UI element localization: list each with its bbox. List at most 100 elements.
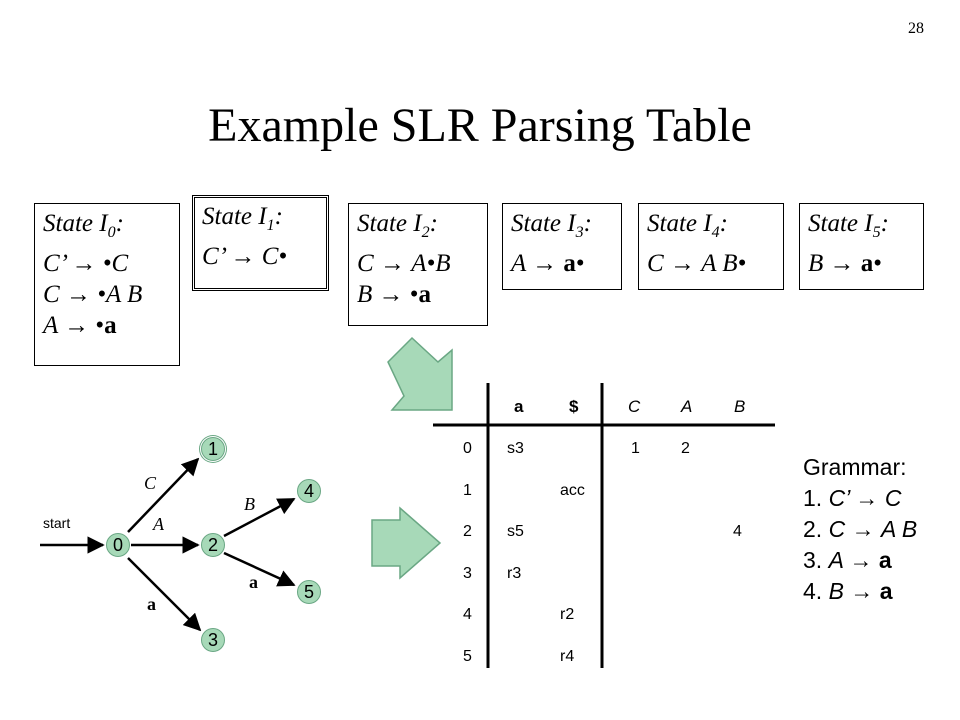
page-number: 28 [908, 20, 924, 37]
table-cell-state: 2 [463, 523, 472, 540]
table-cell-state: 5 [463, 647, 472, 665]
grammar-rule: 2. C → A B [803, 514, 917, 545]
table-cell-c: 1 [631, 440, 640, 457]
state-heading: State I2: [357, 210, 438, 241]
state-heading: State I1: [202, 203, 283, 234]
lr-item-part: • [873, 250, 883, 277]
grammar-rule: 3. A → a [803, 545, 917, 576]
state-heading: State I0: [43, 210, 124, 241]
block-arrow-right [371, 506, 442, 580]
grammar-rule-part: C [828, 516, 852, 542]
table-header-b: B [734, 397, 746, 416]
grammar-rule-part: a [879, 578, 893, 604]
lr-item-part: → [230, 243, 262, 270]
lr-item-part: → [64, 312, 96, 339]
grammar-title: Grammar: [803, 454, 907, 480]
state-node-2: 2 [201, 533, 225, 557]
lr-item-part: A [43, 312, 65, 339]
state-node-3: 3 [201, 628, 225, 652]
state-node-4: 4 [297, 479, 321, 503]
grammar-rule-part: 2. [803, 516, 829, 542]
grammar-rule-part: A B [880, 516, 918, 542]
lr-item-part: → [532, 250, 564, 277]
lr-item: C’ → C• [202, 241, 319, 272]
grammar-rule-part: A [828, 547, 850, 573]
lr-item: C → •A B [43, 279, 171, 310]
edge-label-a-lower: a [147, 594, 156, 614]
state-box-i3: State I3: A → a• [502, 203, 622, 290]
edge-2-5 [223, 551, 296, 587]
edge-label-a-25: a [249, 572, 258, 592]
table-cell-a: r3 [507, 564, 522, 582]
table-cell-a: s5 [507, 523, 524, 540]
table-cell-end: acc [560, 481, 585, 499]
edge-2-4 [223, 497, 296, 538]
table-header-a: a [514, 397, 524, 416]
edge-0-1 [127, 457, 200, 533]
edge-label-b: B [244, 494, 255, 514]
table-cell-end: r2 [560, 606, 575, 623]
lr-item: C → A B• [647, 248, 775, 279]
state-box-i1: State I1: C’ → C• [192, 195, 329, 291]
lr-item-part: A B• [701, 250, 747, 277]
lr-item-part: C• [261, 243, 288, 270]
grammar-rule-part: → [850, 578, 880, 604]
lr-item-part: → [378, 281, 410, 308]
state-box-i4: State I4: C → A B• [638, 203, 784, 290]
lr-item-part: a [104, 312, 117, 339]
lr-item-part: • [409, 281, 419, 308]
table-cell-end: r4 [560, 647, 575, 665]
lr-item-part: C’ [43, 250, 72, 277]
start-label: start [43, 515, 71, 531]
grammar-rule-part: B [828, 578, 851, 604]
grammar-rule-part: 4. [803, 578, 829, 604]
lr-item-part: C [43, 281, 66, 308]
lr-item: A → a• [511, 248, 613, 279]
state-heading: State I4: [647, 210, 728, 241]
table-header-c: C [628, 397, 641, 416]
grammar-rule: 1. C’ → C [803, 483, 917, 514]
block-arrow-diagonal [387, 336, 453, 411]
lr-item-part: A•B [411, 250, 451, 277]
grammar-rule-part: 3. [803, 547, 829, 573]
grammar-rule-part: C’ [828, 485, 856, 511]
lr-item: C’ → •C [43, 248, 171, 279]
lr-item-part: • [95, 312, 105, 339]
grammar-rule-part: 1. [803, 485, 829, 511]
grammar-rule-part: → [849, 547, 879, 573]
state-node-0: 0 [106, 533, 130, 557]
lr-item-part: A [511, 250, 533, 277]
grammar-rule: 4. B → a [803, 576, 917, 607]
state-heading: State I5: [808, 210, 889, 241]
edge-label-a-upper: A [153, 514, 164, 534]
lr-item: B → •a [357, 279, 479, 310]
lr-item-part: •C [102, 250, 129, 277]
lr-item-part: a [418, 281, 432, 308]
grammar-rule-part: C [884, 485, 902, 511]
lr-item: C → A•B [357, 248, 479, 279]
table-cell-state: 1 [463, 481, 472, 499]
lr-item: B → a• [808, 248, 915, 279]
lr-item-part: C’ [202, 243, 231, 270]
lr-item-part: •A B [97, 281, 143, 308]
grammar-rule-part: → [851, 516, 881, 542]
table-cell-state: 0 [463, 440, 472, 457]
table-header-big-a: A [681, 397, 693, 416]
table-cell-b: 4 [733, 523, 742, 540]
lr-item-part: → [65, 281, 98, 308]
lr-item-part: • [575, 250, 585, 277]
state-node-5: 5 [297, 580, 321, 604]
edge-0-3 [127, 557, 202, 632]
slide-title: Example SLR Parsing Table [208, 99, 752, 152]
lr-item-part: B [357, 281, 379, 308]
lr-item-part: → [829, 250, 861, 277]
grammar-rule-part: → [855, 485, 885, 511]
lr-item-part: → [71, 250, 103, 277]
table-cell-a: 2 [681, 440, 690, 457]
lr-item-part: → [669, 250, 702, 277]
state-heading: State I3: [511, 210, 592, 241]
